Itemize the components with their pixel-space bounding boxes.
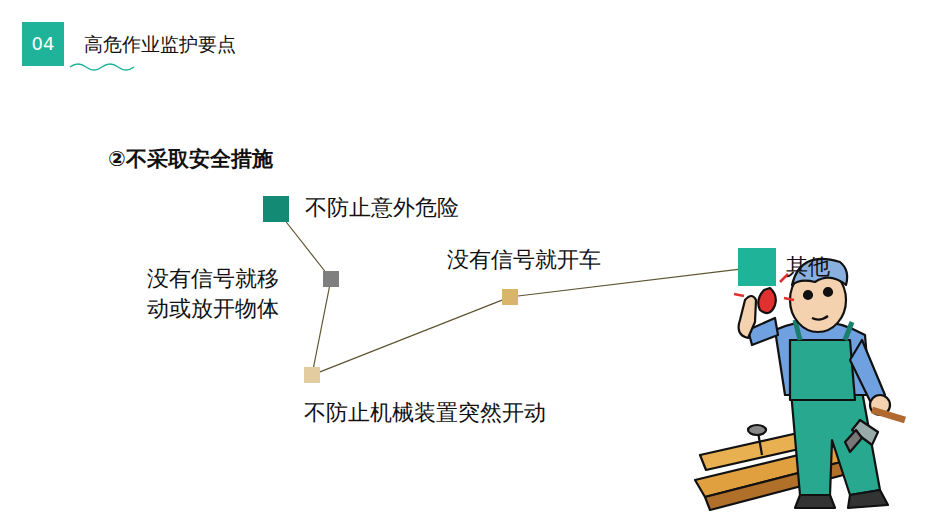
section-heading: ②不采取安全措施 bbox=[108, 145, 273, 173]
page-title: 高危作业监护要点 bbox=[84, 31, 236, 57]
connector-line bbox=[314, 287, 330, 367]
node-label: 其他 bbox=[786, 252, 830, 282]
node-label: 没有信号就开车 bbox=[447, 245, 601, 275]
point-node: 没有信号就移动或放开物体 bbox=[323, 271, 339, 287]
node-marker bbox=[738, 248, 776, 286]
connector-line bbox=[286, 222, 325, 271]
connector-line bbox=[320, 300, 502, 372]
node-marker bbox=[323, 271, 339, 287]
point-node: 不防止机械装置突然开动 bbox=[304, 367, 320, 383]
point-node: 不防止意外危险 bbox=[263, 196, 289, 222]
node-marker bbox=[502, 289, 518, 305]
node-label: 没有信号就移动或放开物体 bbox=[147, 264, 283, 324]
point-node: 其他 bbox=[738, 248, 776, 286]
node-marker bbox=[263, 196, 289, 222]
header-squiggle bbox=[70, 64, 134, 70]
node-label: 不防止意外危险 bbox=[305, 193, 459, 223]
node-marker bbox=[304, 367, 320, 383]
point-node: 没有信号就开车 bbox=[502, 289, 518, 305]
worker-cartoon bbox=[695, 259, 905, 510]
header-badge bbox=[22, 22, 64, 66]
node-label: 不防止机械装置突然开动 bbox=[304, 398, 546, 428]
connector-line bbox=[518, 269, 738, 296]
section-number: 04 bbox=[22, 31, 64, 57]
